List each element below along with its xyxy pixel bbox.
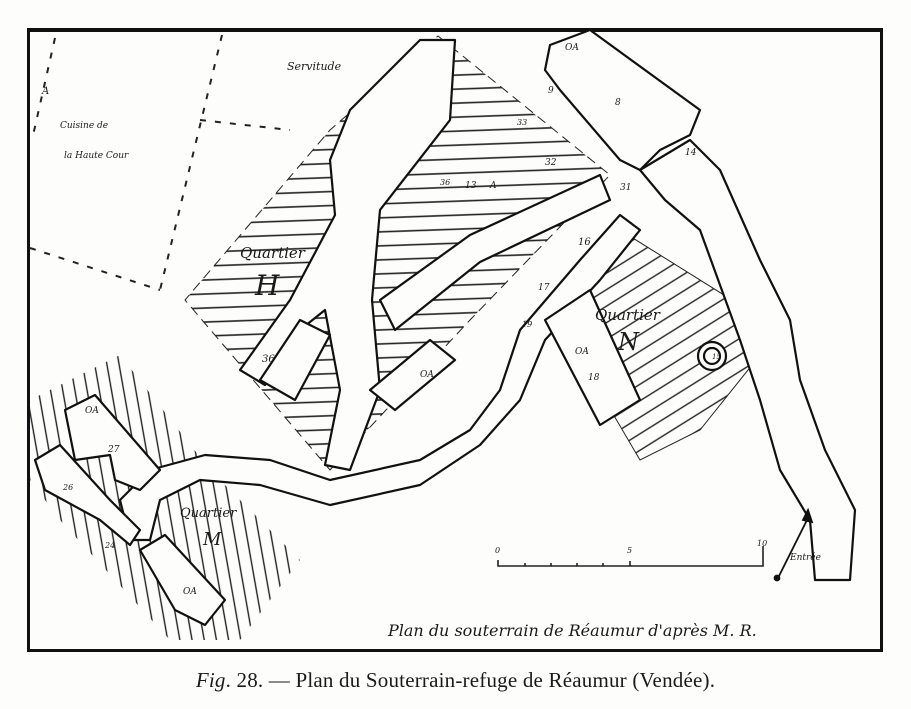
map-frame [27,28,883,652]
svg-text:18: 18 [588,373,600,383]
scale-tick-10: 10 [757,539,767,548]
svg-text:36: 36 [262,354,275,365]
svg-text:OA: OA [85,406,99,416]
label-entree: Entrée [789,552,821,563]
label-corner-a: A [41,86,49,97]
svg-text:15: 15 [712,353,721,361]
svg-text:A: A [489,181,497,191]
scale-bar [497,546,764,567]
scale-tick-0: 0 [495,546,500,555]
plan-title-handwritten: Plan du souterrain de Réaumur d'après M.… [387,621,757,640]
label-quartier-m-letter: M [202,529,222,550]
svg-text:17: 17 [538,283,550,293]
label-quartier-h: Quartier [240,244,306,262]
label-quartier-n-letter: N [617,328,640,356]
caption-fig-label: Fig [195,668,226,692]
label-servitude: Servitude [287,60,342,73]
svg-text:27: 27 [107,445,120,455]
svg-text:24: 24 [104,541,115,550]
svg-text:19: 19 [522,320,532,329]
label-cuisine-1: Cuisine de [60,121,108,131]
svg-text:16: 16 [578,237,591,248]
svg-text:32: 32 [545,158,557,168]
svg-text:14: 14 [685,148,697,158]
svg-text:36: 36 [440,178,450,187]
svg-text:OA: OA [575,347,589,357]
svg-text:OA: OA [183,587,197,597]
label-quartier-m: Quartier [180,506,237,521]
svg-text:26: 26 [62,483,73,492]
tunnels [33,28,857,627]
scale-tick-5: 5 [627,546,632,555]
label-quartier-n: Quartier [595,306,661,324]
svg-text:OA: OA [565,43,579,53]
svg-text:8: 8 [615,98,621,108]
svg-text:9: 9 [548,86,554,96]
caption-text: . 28. — Plan du Souterrain-refuge de Réa… [225,668,716,692]
label-cuisine-2: la Haute Cour [64,151,129,161]
svg-text:33: 33 [517,118,527,127]
property-lines [29,34,291,291]
label-quartier-h-letter: H [254,269,280,302]
entrance-arrow-icon [773,507,814,582]
svg-text:OA: OA [420,370,434,380]
figure-caption: Fig. 28. — Plan du Souterrain-refuge de … [0,668,911,693]
map-labels: Servitude Cuisine de la Haute Cour A Qua… [41,43,821,597]
svg-text:31: 31 [620,183,631,193]
svg-text:13: 13 [465,181,477,191]
